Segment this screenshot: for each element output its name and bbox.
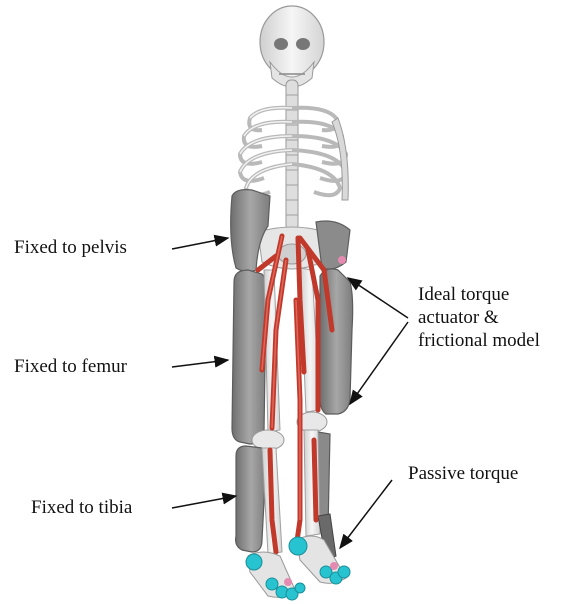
label-fixed-to-femur: Fixed to femur	[14, 355, 127, 378]
tibia-shell-right	[236, 446, 267, 552]
label-fixed-to-tibia: Fixed to tibia	[31, 496, 132, 519]
arrow-passive	[340, 480, 392, 548]
hip-marker	[338, 256, 346, 264]
arrow-actuator-knee	[350, 322, 408, 404]
foot-left	[289, 536, 350, 584]
label-fixed-to-pelvis: Fixed to pelvis	[14, 236, 127, 259]
arrow-tibia	[172, 496, 236, 508]
arrow-actuator-hip	[348, 278, 408, 318]
arrow-femur	[172, 360, 228, 367]
label-actuator-line1: Ideal torque	[418, 283, 540, 306]
foot-right	[246, 552, 305, 600]
label-passive-torque: Passive torque	[408, 462, 518, 485]
label-actuator-line3: frictional model	[418, 329, 540, 352]
arrow-pelvis	[172, 238, 228, 249]
spine	[286, 80, 298, 230]
skull	[260, 6, 324, 87]
label-ideal-torque-actuator: Ideal torque actuator & frictional model	[418, 283, 540, 352]
arrows	[172, 238, 408, 548]
label-actuator-line2: actuator &	[418, 306, 540, 329]
